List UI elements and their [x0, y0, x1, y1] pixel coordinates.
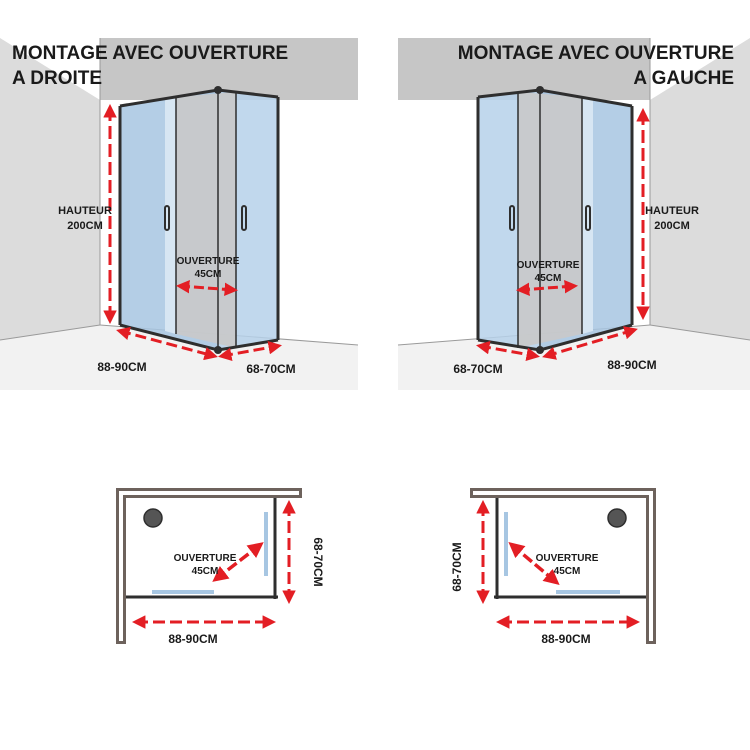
depth-label: 68-70CM	[450, 542, 464, 591]
width-label: 88-90CM	[607, 358, 656, 372]
height-label: HAUTEUR	[58, 205, 112, 217]
opening-dimension-arrow	[515, 279, 579, 297]
opening-value: 45CM	[195, 269, 222, 280]
opening-label: OUVERTURE	[517, 260, 580, 271]
width-dimension-arrow	[116, 326, 218, 361]
open-gap	[518, 92, 582, 348]
opening-dimension-arrow	[508, 541, 560, 586]
depth-dimension-arrow	[218, 341, 282, 361]
plan-back-wall-inner	[119, 491, 299, 495]
floor-plan-right: OUVERTURE 45CM 88-90CM 68-70CM	[116, 488, 325, 646]
height-label: HAUTEUR	[645, 205, 699, 217]
view-title-line2: A DROITE	[12, 68, 102, 89]
door-handle-icon	[164, 205, 170, 231]
opening-dimension-arrow	[212, 542, 264, 582]
shower-enclosure	[476, 86, 634, 354]
opening-value: 45CM	[192, 566, 219, 577]
perspective-view-left: MONTAGE AVEC OUVERTURE A GAUCHE HAUTEUR …	[397, 38, 750, 390]
width-label: 88-90CM	[541, 632, 590, 646]
plan-side-wall-inner	[649, 491, 653, 641]
depth-label: 68-70CM	[311, 537, 325, 586]
opening-label: OUVERTURE	[174, 553, 237, 564]
height-value: 200CM	[67, 220, 102, 232]
door-handle-icon	[585, 205, 591, 231]
opening-value: 45CM	[535, 273, 562, 284]
left-wall	[0, 38, 100, 340]
depth-label: 68-70CM	[246, 362, 295, 376]
plan-side-wall-inner	[119, 491, 123, 641]
drain-icon	[143, 508, 163, 528]
depth-dimension-arrow	[476, 341, 540, 361]
view-title-line2: A GAUCHE	[633, 68, 734, 89]
open-gap	[176, 92, 236, 348]
door-handle-icon	[241, 205, 247, 231]
sliding-door	[165, 97, 176, 334]
height-value: 200CM	[654, 220, 689, 232]
depth-label: 68-70CM	[453, 362, 502, 376]
door-handle-icon	[509, 205, 515, 231]
opening-dimension-arrow	[175, 279, 239, 297]
opening-label: OUVERTURE	[177, 256, 240, 267]
width-label: 88-90CM	[97, 360, 146, 374]
view-title-line1: MONTAGE AVEC OUVERTURE	[458, 43, 734, 64]
opening-value: 45CM	[554, 566, 581, 577]
shower-enclosure	[118, 86, 280, 354]
back-wall	[398, 38, 650, 100]
sliding-door	[582, 97, 593, 334]
perspective-view-right: MONTAGE AVEC OUVERTURE A DROITE HAUTEUR …	[0, 38, 359, 390]
width-label: 88-90CM	[168, 632, 217, 646]
opening-label: OUVERTURE	[536, 553, 599, 564]
view-title-line1: MONTAGE AVEC OUVERTURE	[12, 43, 288, 64]
floor-plan-left: OUVERTURE 45CM 88-90CM 68-70CM	[450, 488, 656, 646]
back-wall	[100, 38, 358, 100]
plan-back-wall-inner	[473, 491, 653, 495]
drain-icon	[607, 508, 627, 528]
right-wall	[650, 38, 750, 340]
